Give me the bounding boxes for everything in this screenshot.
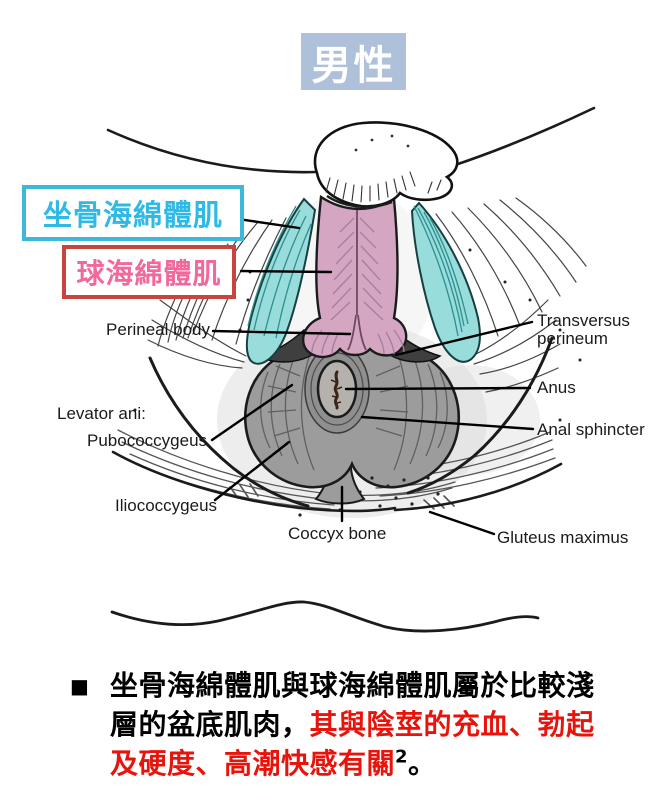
label-anus: Anus (537, 378, 576, 397)
note-text: 坐骨海綿體肌與球海綿體肌屬於比較淺 層的盆底肌肉，其與陰莖的充血、勃起 及硬度、… (110, 666, 595, 783)
label-coccyx-bone: Coccyx bone (288, 524, 387, 543)
label-levator-ani: Levator ani: (57, 404, 146, 423)
ischiocavernosus-muscle-shape (245, 197, 481, 365)
label-transversus-perineum: Transversus perineum (537, 311, 630, 348)
callout-ischiocavernosus: 坐骨海綿體肌 (22, 185, 244, 241)
penis-illustration (313, 121, 459, 208)
callout-bulbospongiosus: 球海綿體肌 (62, 245, 236, 299)
callout-ischiocavernosus-label: 坐骨海綿體肌 (42, 198, 223, 232)
bullet-icon: ■ (70, 674, 89, 698)
callout-bulbospongiosus-label: 球海綿體肌 (76, 257, 222, 290)
label-gluteus-maximus: Gluteus maximus (497, 528, 629, 547)
bulbospongiosus-muscle-shape (301, 194, 408, 359)
title-text: 男性 (311, 42, 396, 89)
note-line-3: 及硬度、高潮快感有關2。 (110, 746, 437, 780)
fold-curves (111, 336, 563, 513)
label-pubococcygeus: Pubococcygeus (87, 431, 208, 450)
label-anal-sphincter: Anal sphincter (537, 420, 645, 439)
note-line-2: 層的盆底肌肉，其與陰莖的充血、勃起 (110, 708, 595, 741)
title-banner: 男性 (301, 33, 406, 90)
footnote-ref: 2 (395, 746, 409, 768)
note-paragraph: ■ 坐骨海綿體肌與球海綿體肌屬於比較淺 層的盆底肌肉，其與陰莖的充血、勃起 及硬… (70, 666, 600, 783)
note-line-1: 坐骨海綿體肌與球海綿體肌屬於比較淺 (110, 669, 595, 702)
label-iliococcygeus: Iliococcygeus (115, 496, 218, 515)
body-contours (106, 106, 596, 633)
levator-ani-muscle-shape (244, 341, 460, 505)
label-perineal-body: Perineal body (106, 320, 210, 339)
leader-lines (210, 217, 535, 536)
